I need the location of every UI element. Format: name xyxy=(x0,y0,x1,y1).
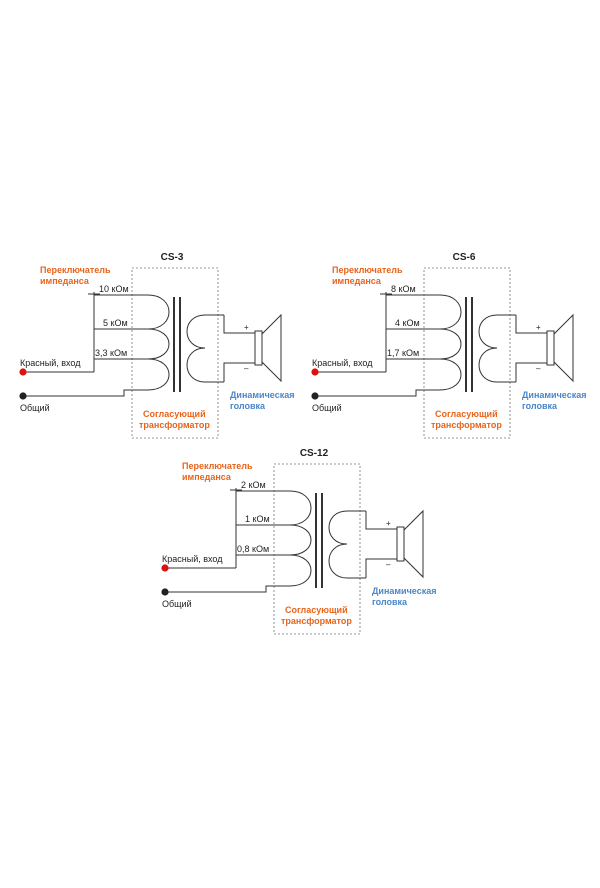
input-terminal xyxy=(161,564,169,572)
common-terminal xyxy=(161,588,169,596)
tap-label-2: 4 кОм xyxy=(395,318,420,328)
tap-label-3: 1,7 кОм xyxy=(387,348,419,358)
primary-coil xyxy=(147,294,170,391)
transformer-label-line1: Согласующий xyxy=(435,409,498,419)
speaker-cone-icon xyxy=(261,313,282,383)
speaker-label-line1: Динамическая xyxy=(230,390,294,400)
input-terminal xyxy=(311,368,319,376)
switch-label-line1: Переключатель xyxy=(182,461,253,471)
transformer-label-line1: Согласующий xyxy=(285,605,348,615)
common-wire xyxy=(165,585,290,593)
transformer-label-line2: трансформатор xyxy=(431,420,502,430)
plus-sign: + xyxy=(536,323,541,332)
speaker-magnet xyxy=(546,330,555,366)
input-label: Красный, вход xyxy=(162,554,223,564)
minus-sign: – xyxy=(386,560,391,569)
common-terminal xyxy=(19,392,27,400)
switch-label-line2: импеданса xyxy=(40,276,90,286)
speaker-label-line1: Динамическая xyxy=(522,390,586,400)
speaker-lead-plus xyxy=(365,511,397,530)
plus-sign: + xyxy=(244,323,249,332)
diagram-title: CS-6 xyxy=(453,252,476,263)
transformer-label-line2: трансформатор xyxy=(281,616,352,626)
speaker-lead-plus xyxy=(515,315,547,334)
common-wire xyxy=(23,389,148,397)
speaker-lead-plus xyxy=(223,315,255,334)
tap-label-3: 3,3 кОм xyxy=(95,348,127,358)
diagram-title: CS-3 xyxy=(161,252,184,263)
speaker-cone-icon xyxy=(553,313,574,383)
tap-label-1: 10 кОм xyxy=(99,284,129,294)
speaker-magnet xyxy=(396,526,405,562)
transformer-label-line1: Согласующий xyxy=(143,409,206,419)
speaker-lead-minus xyxy=(223,362,255,382)
diagram-title: CS-12 xyxy=(300,448,329,459)
speaker-magnet xyxy=(254,330,263,366)
speaker-cone-icon xyxy=(403,509,424,579)
switch-label-line1: Переключатель xyxy=(40,265,111,275)
input-label: Красный, вход xyxy=(20,358,81,368)
plus-sign: + xyxy=(386,519,391,528)
input-label: Красный, вход xyxy=(312,358,373,368)
speaker-label-line2: головка xyxy=(372,597,408,607)
common-terminal xyxy=(311,392,319,400)
common-wire xyxy=(315,389,440,397)
speaker-label-line2: головка xyxy=(522,401,558,411)
transformer-label-line2: трансформатор xyxy=(139,420,210,430)
primary-coil xyxy=(289,490,312,587)
tap-label-2: 5 кОм xyxy=(103,318,128,328)
secondary-coil xyxy=(478,314,516,383)
speaker-lead-minus xyxy=(365,558,397,578)
tap-label-1: 2 кОм xyxy=(241,480,266,490)
secondary-coil xyxy=(328,510,366,579)
tap-label-3: 0,8 кОм xyxy=(237,544,269,554)
switch-label-line2: импеданса xyxy=(182,472,232,482)
minus-sign: – xyxy=(536,364,541,373)
speaker-lead-minus xyxy=(515,362,547,382)
primary-coil xyxy=(439,294,462,391)
common-label: Общий xyxy=(162,599,192,609)
minus-sign: – xyxy=(244,364,249,373)
common-label: Общий xyxy=(20,403,50,413)
switch-label-line1: Переключатель xyxy=(332,265,403,275)
speaker-label-line2: головка xyxy=(230,401,266,411)
tap-label-1: 8 кОм xyxy=(391,284,416,294)
input-terminal xyxy=(19,368,27,376)
switch-label-line2: импеданса xyxy=(332,276,382,286)
speaker-label-line1: Динамическая xyxy=(372,586,436,596)
common-label: Общий xyxy=(312,403,342,413)
tap-label-2: 1 кОм xyxy=(245,514,270,524)
secondary-coil xyxy=(186,314,224,383)
